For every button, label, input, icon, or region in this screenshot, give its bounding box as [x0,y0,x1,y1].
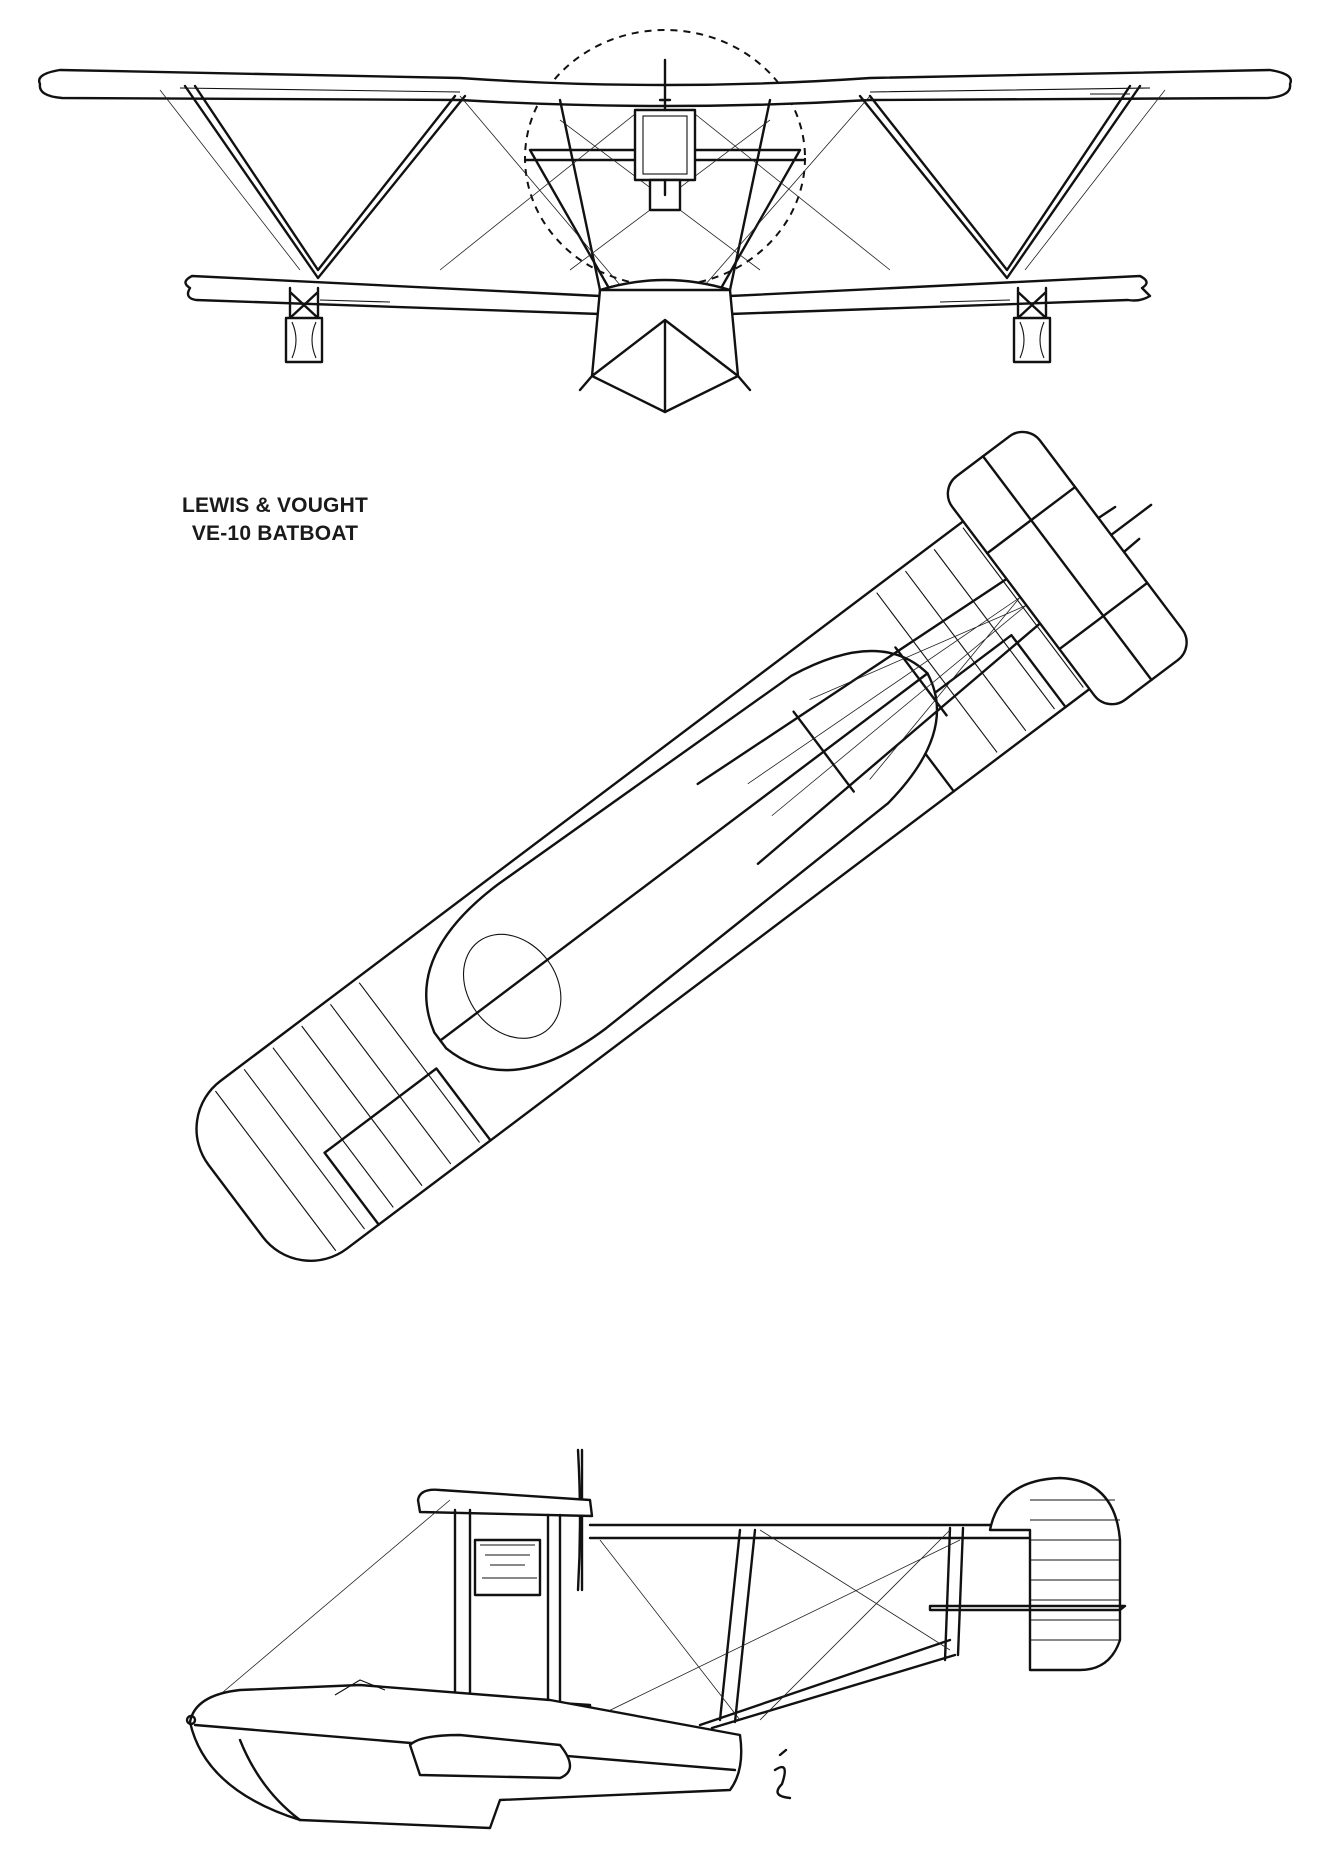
wing-rib [933,549,1056,710]
tail-booms-side [588,1523,1032,1730]
tail-booms [696,505,1141,865]
artist-signature [773,1748,792,1800]
wing-rib [329,1004,452,1165]
drawing-title-line-1: LEWIS & VOUGHT [182,494,368,517]
side-view [185,1448,1127,1830]
wing-rib [905,570,1027,732]
wingtip-float-right [1012,286,1052,364]
wing-rib [272,1047,394,1208]
lower-wing [184,274,1152,316]
radiator [633,108,697,182]
wing-rib [301,1025,423,1187]
upper-wing-side [416,1488,594,1518]
cockpit [408,1733,572,1780]
plan-view [195,430,1188,1262]
drawing-title: LEWIS & VOUGHT VE-10 BATBOAT [100,492,450,548]
wing-rib [214,1090,337,1252]
interplane-struts-left [183,84,467,280]
wingtip-float-left [284,286,324,364]
interplane-struts-right [858,84,1142,280]
front-view [38,29,1292,414]
wing-rib [876,592,998,753]
aileron-left [323,1067,492,1226]
fin-rudder [988,1476,1122,1672]
drawing-title-line-2: VE-10 BATBOAT [191,522,359,545]
wing-ribs [214,527,1084,1252]
wing-rib [358,982,480,1143]
propeller-side [576,1448,584,1592]
wing-rib [243,1069,365,1230]
engine [473,1538,542,1597]
